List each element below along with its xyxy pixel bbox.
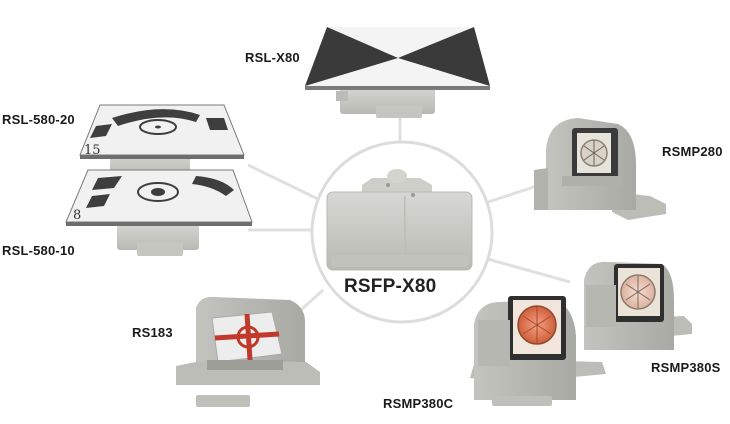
rs183-prism bbox=[176, 296, 320, 407]
center-product-label: RSFP-X80 bbox=[344, 276, 437, 297]
rsmp380s-prism bbox=[584, 261, 692, 350]
product-label-rs183: RS183 bbox=[132, 325, 173, 340]
product-label-rsmp380s: RSMP380S bbox=[651, 360, 721, 375]
connector-lines bbox=[247, 118, 571, 320]
rsmp380c-prism bbox=[470, 296, 606, 406]
rsl-580-10-target: 8 bbox=[65, 169, 253, 256]
product-label-rsmp380c: RSMP380C bbox=[383, 396, 454, 411]
rsmp280-prism bbox=[534, 118, 666, 220]
plate-number-15: 15 bbox=[84, 143, 101, 158]
product-label-rsl-580-10: RSL-580-10 bbox=[2, 243, 75, 258]
rsl-580-20-target: 15 bbox=[79, 104, 245, 178]
product-label-rsl-580-20: RSL-580-20 bbox=[2, 112, 75, 127]
plate-number-8: 8 bbox=[73, 208, 81, 223]
product-label-rsl-x80: RSL-X80 bbox=[245, 50, 300, 65]
rsfp-x80-plate bbox=[326, 169, 473, 271]
product-label-rsmp280: RSMP280 bbox=[662, 144, 723, 159]
rsl-x80-target bbox=[305, 27, 490, 118]
